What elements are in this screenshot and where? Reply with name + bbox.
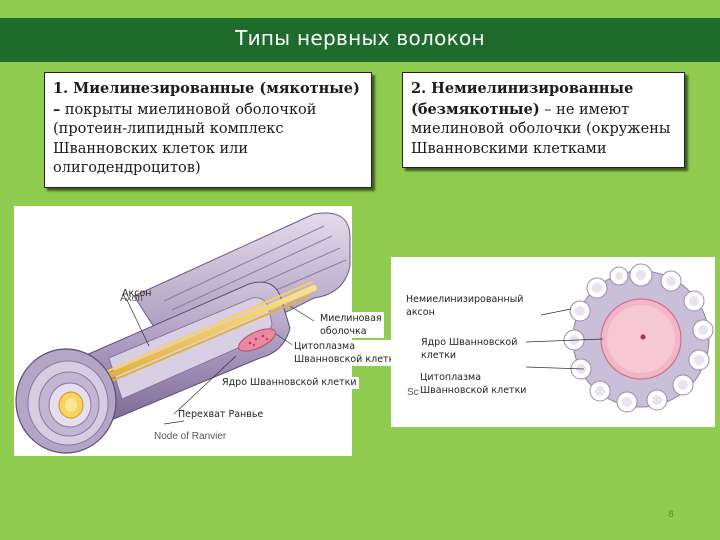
axon-cores <box>569 270 708 407</box>
unmyelinated-fiber-illustration: Sc <box>407 263 714 413</box>
axon-label-en: Axon <box>120 293 143 304</box>
slide-title: Типы нервных волокон <box>235 26 485 50</box>
nucleolus <box>640 334 646 340</box>
page-number: 8 <box>668 510 674 520</box>
schwann-nucleus-label-left: Ядро Шванновской клетки <box>220 377 359 389</box>
unmyelinated-fiber-figure: Sc <box>391 257 715 427</box>
cyto-left-line-2: Шванновской клетки <box>294 354 401 365</box>
myelinated-text: покрыты миелиновой оболочкой (протеин-ли… <box>53 101 317 177</box>
title-bar: Типы нервных волокон <box>0 18 720 62</box>
schwann-cytoplasm-label-left: Цитоплазма Шванновской клетки <box>292 340 403 366</box>
myelin-label-line-1: Миелиновая <box>320 313 382 324</box>
myelinated-description-box: 1. Миелинезированные (мякотные) – покрыт… <box>44 72 372 188</box>
unmyel-axon-line-2: аксон <box>406 307 435 318</box>
myelin-label-line-2: оболочка <box>320 326 367 337</box>
unmyelinated-heading: 2. Немиелинизированные <box>411 80 634 97</box>
myelinated-heading: 1. Миелинезированные (мякотные) – <box>53 80 360 118</box>
nucleus-chromatin <box>248 334 269 347</box>
unmyelinated-axon-label: Немиелинизированный аксон <box>406 293 523 319</box>
sc-fragment-label: Sc <box>407 387 419 398</box>
leader-lines-left <box>125 297 315 425</box>
axon-label-ru: Аксон <box>122 288 152 299</box>
nucleus-right-line-2: клетки <box>421 350 457 361</box>
unmyelinated-axons <box>563 263 714 413</box>
myelin-label: Миелиновая оболочка <box>318 312 384 338</box>
cyto-right-line-2: Шванновской клетки <box>420 385 527 396</box>
leader-lines-right <box>525 308 604 370</box>
unmyel-axon-line-1: Немиелинизированный <box>406 294 524 305</box>
cyto-right-line-1: Цитоплазма <box>420 372 482 383</box>
schwann-nucleus-label-right: Ядро Шванновской клетки <box>421 336 517 362</box>
myelinated-fiber-figure: Axon Node of Ranvier s <box>14 206 352 456</box>
myelin-layers-upper <box>163 225 347 329</box>
cyto-left-line-1: Цитоплазма <box>294 341 356 352</box>
nucleus-right-line-1: Ядро Шванновской <box>421 337 518 348</box>
myelinated-fiber-illustration: Axon Node of Ranvier s <box>15 212 351 454</box>
schwann-cytoplasm-label-right: Цитоплазма Шванновской клетки <box>420 371 526 397</box>
unmyelinated-heading-2: (безмякотные) <box>411 100 540 118</box>
unmyelinated-description-box: 2. Немиелинизированные (безмякотные) – н… <box>402 72 685 168</box>
node-of-ranvier-label-ru: Перехват Ранвье <box>178 409 264 420</box>
node-label-en: Node of Ranvier <box>154 431 227 442</box>
unmyelinated-text: – не имеют миелиновой оболочки (окружены… <box>411 101 671 157</box>
schwann-nucleus <box>238 328 276 352</box>
